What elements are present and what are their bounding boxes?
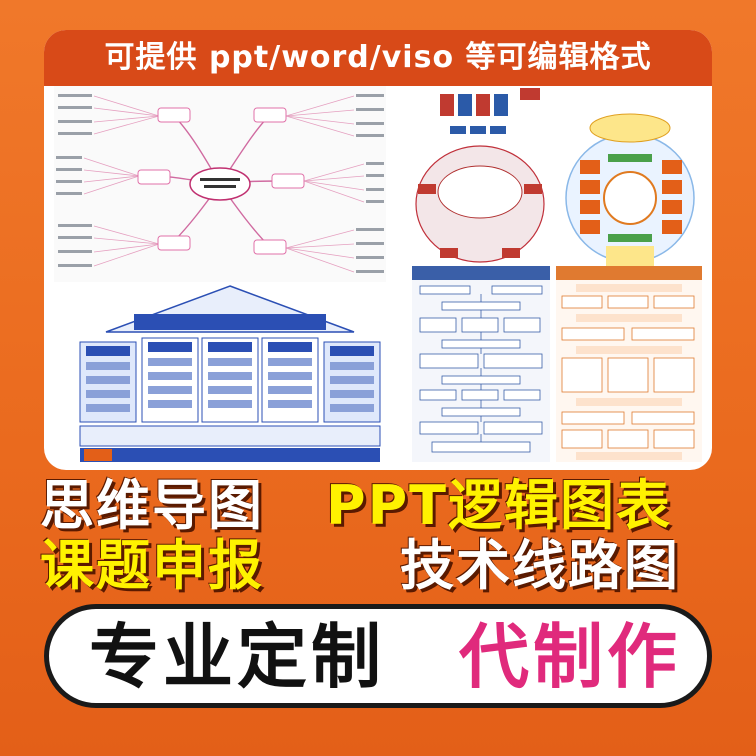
engineering-diagram xyxy=(79,285,381,462)
flowchart-left-diagram xyxy=(412,266,550,453)
flowchart-left-sample xyxy=(412,266,550,462)
mindmap-diagram xyxy=(54,86,386,282)
process-diagram xyxy=(415,88,695,270)
process-sample xyxy=(410,86,702,282)
flowchart-right-sample xyxy=(556,266,702,462)
mindmap-sample xyxy=(54,86,386,282)
flowchart-right-diagram xyxy=(556,266,702,460)
headline-ppt-charts: PPT逻辑图表 xyxy=(326,474,672,537)
custom-service-pill: 专业定制 代制作 xyxy=(44,604,712,708)
pill-left-text: 专业定制 xyxy=(89,616,385,698)
engineering-sample xyxy=(74,282,386,464)
banner-title: 可提供 ppt/word/viso 等可编辑格式 xyxy=(104,40,652,75)
headline-project: 课题申报 xyxy=(40,534,264,597)
banner-header: 可提供 ppt/word/viso 等可编辑格式 xyxy=(44,30,712,86)
headline-mind-map: 思维导图 xyxy=(40,474,264,537)
banner: 可提供 ppt/word/viso 等可编辑格式 xyxy=(44,30,712,470)
sample-card xyxy=(44,30,712,470)
headline-tech-route: 技术线路图 xyxy=(400,534,680,597)
pill-right-text: 代制作 xyxy=(459,616,681,698)
